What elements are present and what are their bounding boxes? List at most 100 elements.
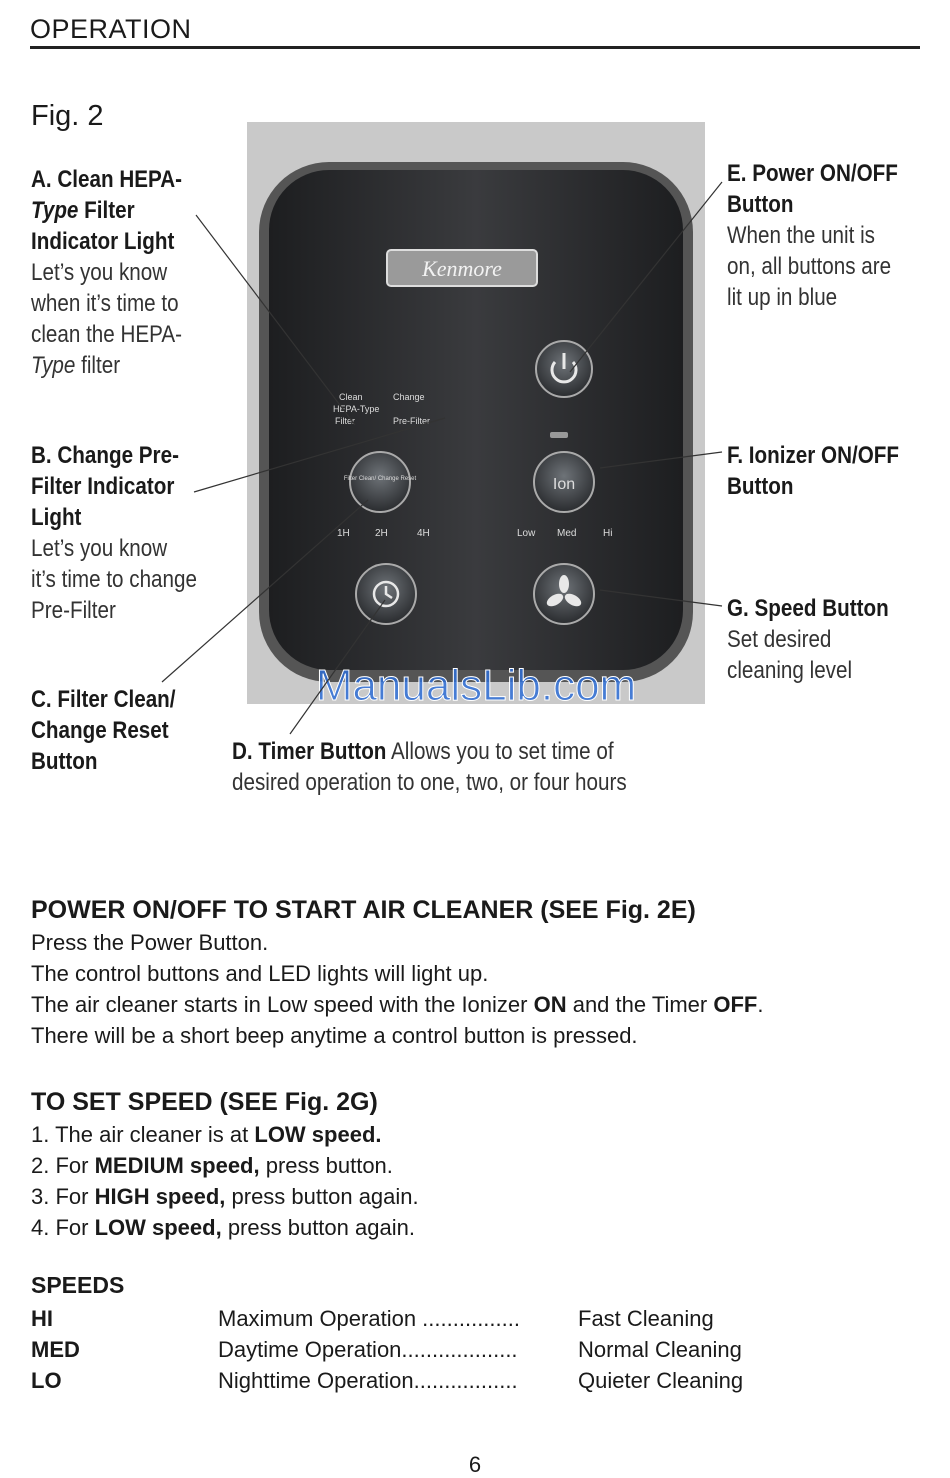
- speed-operation: Nighttime Operation.................: [218, 1368, 518, 1393]
- speed-med-label: Med: [557, 528, 576, 539]
- table-row: MED: [31, 1337, 80, 1363]
- speed-result: Normal Cleaning: [578, 1337, 742, 1362]
- callout-d: D. Timer Button Allows you to set time o…: [232, 736, 748, 798]
- leader-a: [195, 214, 356, 426]
- control-panel-photo: Kenmore Clean HEPA-Type Filter Change Pr…: [247, 122, 705, 704]
- callout-f: F. Ionizer ON/OFF Button: [727, 440, 933, 502]
- power-line-3: The air cleaner starts in Low speed with…: [31, 992, 764, 1017]
- callout-a-desc-3: clean the HEPA-: [31, 321, 183, 348]
- kenmore-logo: [386, 249, 538, 287]
- speeds-heading: SPEEDS: [31, 1272, 125, 1298]
- callout-e-desc-2: on, all buttons are: [727, 253, 892, 280]
- watermark: ManualsLib.com: [316, 661, 636, 704]
- speed-step: 4. For LOW speed, press button again.: [31, 1215, 415, 1240]
- page-number: 6: [468, 1452, 482, 1477]
- speed-section-title: TO SET SPEED (SEE Fig. 2G): [31, 1088, 378, 1116]
- callout-a-title-2: Filter: [78, 197, 135, 224]
- speed-step: 1. The air cleaner is at LOW speed.: [31, 1122, 382, 1147]
- callout-c-title-1: C. Filter Clean/: [31, 686, 176, 713]
- callout-d-desc-1: Allows you to set time of: [386, 738, 614, 765]
- speed-operation: Daytime Operation...................: [218, 1337, 518, 1362]
- power-line-1: Press the Power Button.: [31, 930, 269, 955]
- callout-g-desc-1: Set desired: [727, 626, 832, 653]
- speed-code: HI: [31, 1306, 53, 1331]
- callout-a-desc-1: Let’s you know: [31, 259, 168, 286]
- table-row: HI: [31, 1306, 53, 1332]
- callout-b-desc-1: Let’s you know: [31, 535, 168, 562]
- callout-e-title-1: E. Power ON/OFF: [727, 160, 898, 187]
- callout-g-desc-2: cleaning level: [727, 657, 853, 684]
- prefilter-label: Pre-Filter: [393, 416, 430, 426]
- callout-e-desc-1: When the unit is: [727, 222, 876, 249]
- speed-step: 3. For HIGH speed, press button again.: [31, 1184, 419, 1209]
- speed-steps: 1. The air cleaner is at LOW speed. 2. F…: [31, 1119, 921, 1243]
- figure-label: Fig. 2: [31, 100, 104, 132]
- power-section-title: POWER ON/OFF TO START AIR CLEANER (SEE F…: [31, 896, 696, 924]
- callout-g: G. Speed Button Set desired cleaning lev…: [727, 593, 933, 686]
- speed-step: 2. For MEDIUM speed, press button.: [31, 1153, 393, 1178]
- callout-f-title-1: F. Ionizer ON/OFF: [727, 442, 900, 469]
- speed-result: Quieter Cleaning: [578, 1368, 744, 1393]
- section-header: OPERATION: [30, 14, 920, 49]
- callout-g-title: G. Speed Button: [727, 595, 889, 622]
- power-line-2: The control buttons and LED lights will …: [31, 961, 489, 986]
- callout-b: B. Change Pre- Filter Indicator Light Le…: [31, 440, 246, 626]
- reset-button: [349, 451, 411, 513]
- speed-code: MED: [31, 1337, 80, 1362]
- speed-button: [533, 563, 595, 625]
- hepa-type-label: HEPA-Type: [333, 404, 379, 414]
- callout-b-title-1: B. Change Pre-: [31, 442, 179, 469]
- ion-label: Ion: [553, 476, 575, 493]
- leader-d: [289, 599, 386, 735]
- hour-2-label: 2H: [375, 528, 388, 539]
- callout-a-desc-2: when it’s time to: [31, 290, 179, 317]
- callout-a-title-3: Indicator Light: [31, 228, 175, 255]
- callout-a-title: A. Clean HEPA-: [31, 166, 183, 193]
- section-title: OPERATION: [30, 14, 192, 44]
- callout-f-title-2: Button: [727, 473, 794, 500]
- callout-d-title: D. Timer Button: [232, 738, 387, 765]
- table-row: LO: [31, 1368, 62, 1394]
- callout-b-desc-2: it’s time to change: [31, 566, 197, 593]
- change-label: Change: [393, 392, 425, 402]
- callout-a: A. Clean HEPA- Type Filter Indicator Lig…: [31, 164, 237, 381]
- callout-e-title-2: Button: [727, 191, 794, 218]
- speed-result: Fast Cleaning: [578, 1306, 714, 1331]
- leader-lines: [161, 181, 723, 735]
- callout-b-desc-3: Pre-Filter: [31, 597, 116, 624]
- brand-text: Kenmore: [421, 256, 502, 281]
- callout-b-title-3: Light: [31, 504, 82, 531]
- fan-icon: [546, 575, 582, 607]
- callout-a-desc-italic: Type: [31, 352, 76, 379]
- ionizer-button: [533, 451, 595, 513]
- callout-b-title-2: Filter Indicator: [31, 473, 175, 500]
- speeds-table: SPEEDS HI Maximum Operation ............…: [31, 1272, 921, 1422]
- speed-code: LO: [31, 1368, 62, 1393]
- clock-icon: [372, 580, 400, 608]
- power-line-4: There will be a short beep anytime a con…: [31, 1023, 638, 1048]
- leader-e: [569, 181, 723, 373]
- callout-c-title-3: Button: [31, 748, 98, 775]
- leader-b: [193, 417, 446, 493]
- reset-label: Filter Clean/ Change Reset: [344, 476, 417, 482]
- callout-d-desc-2: desired operation to one, two, or four h…: [232, 769, 627, 796]
- callout-a-title-italic: Type: [31, 197, 79, 224]
- clean-label: Clean: [339, 392, 363, 402]
- callout-e-desc-3: lit up in blue: [727, 284, 838, 311]
- power-icon: [550, 361, 578, 384]
- leader-g: [599, 589, 723, 607]
- speed-hi-label: Hi: [603, 528, 612, 539]
- ion-led: [550, 432, 568, 438]
- hour-1-label: 1H: [337, 528, 350, 539]
- callout-a-desc-4: filter: [75, 352, 121, 379]
- leader-c: [161, 499, 369, 683]
- speed-low-label: Low: [517, 528, 536, 539]
- callout-c-title-2: Change Reset: [31, 717, 169, 744]
- speed-section: TO SET SPEED (SEE Fig. 2G) 1. The air cl…: [31, 1088, 921, 1243]
- filter-label: Filter: [335, 416, 355, 426]
- panel-body: [269, 170, 683, 670]
- speed-operation: Maximum Operation ................: [218, 1306, 520, 1331]
- callout-c: C. Filter Clean/ Change Reset Button: [31, 684, 229, 777]
- power-section: POWER ON/OFF TO START AIR CLEANER (SEE F…: [31, 896, 921, 1051]
- callout-e: E. Power ON/OFF Button When the unit is …: [727, 158, 933, 313]
